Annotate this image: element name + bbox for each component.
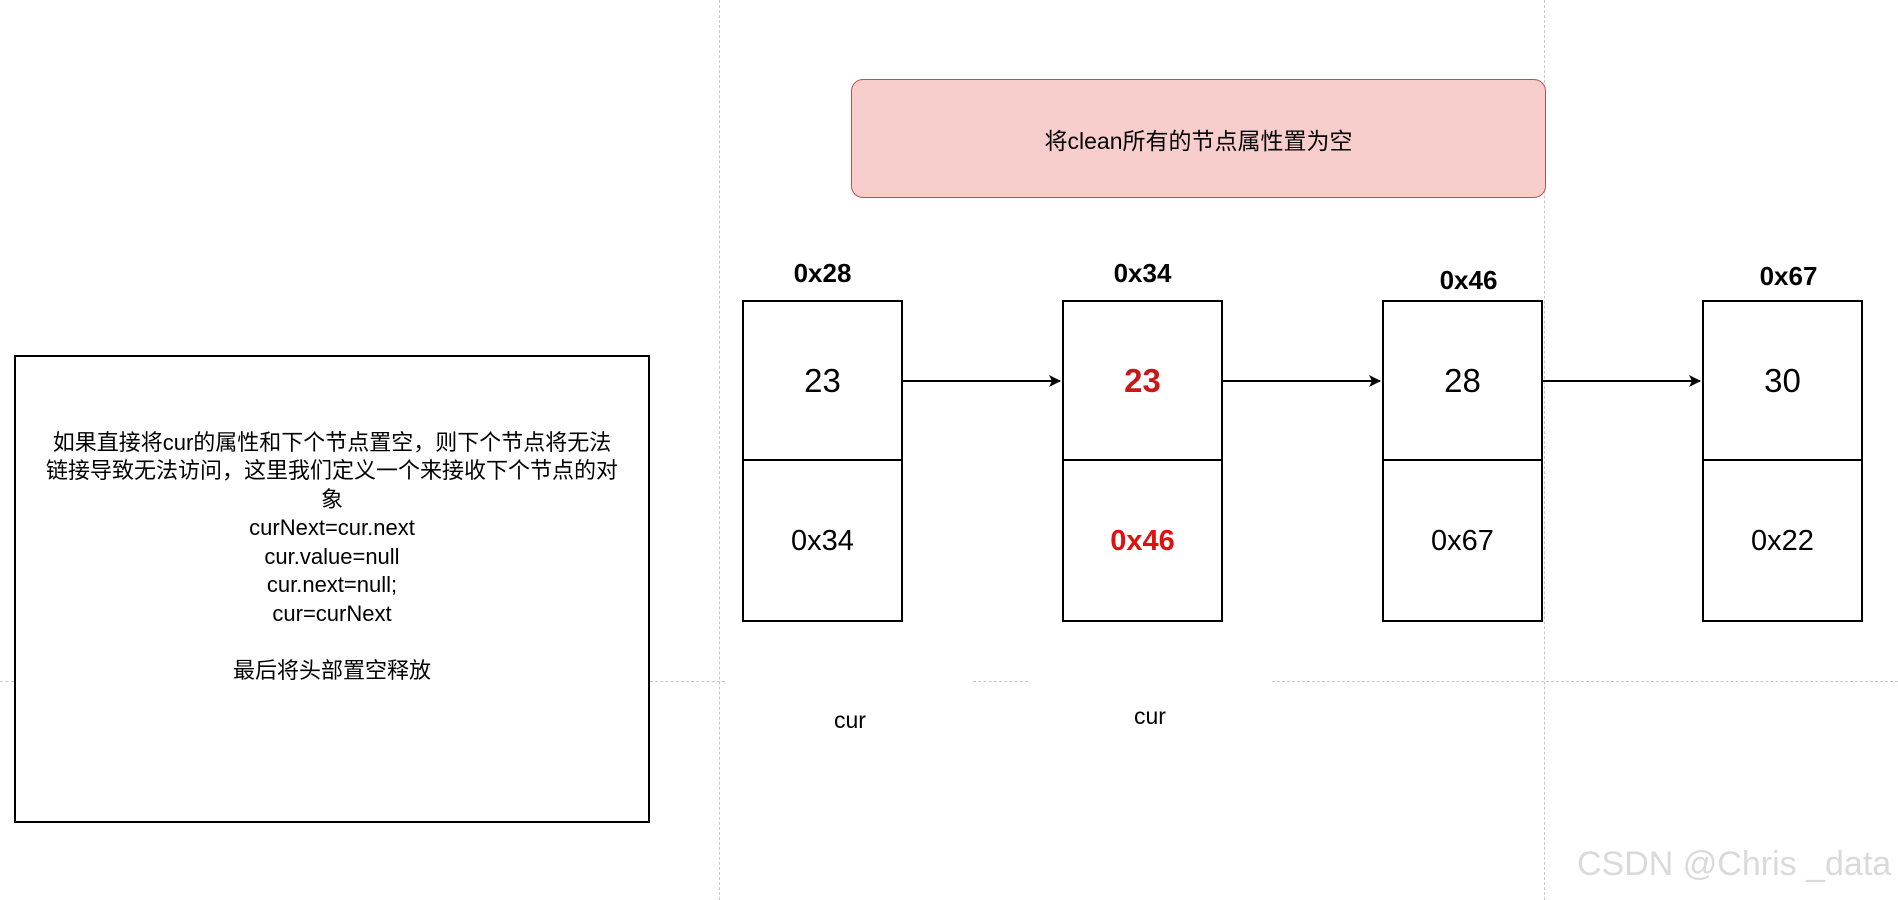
list-node: 30 0x22 [1702,300,1863,622]
node-value-highlighted: 23 [1064,302,1221,461]
node-value: 23 [744,302,901,461]
explanation-line: cur=curNext [272,600,392,626]
note-text: 将clean所有的节点属性置为空 [1044,127,1353,154]
node-next-pointer: 0x34 [791,524,854,557]
explanation-line: cur.value=null [264,543,400,569]
list-node: 28 0x67 [1382,300,1543,622]
node-next-pointer: 0x67 [1431,524,1494,557]
node-value: 30 [1704,302,1861,461]
guide-line-horizontal [650,681,725,682]
explanation-line: 链接导致无法访问，这里我们定义一个来接收下个节点的对 [45,458,618,484]
guide-line-horizontal [973,681,1028,682]
explanation-line: cur.next=null; [266,572,398,598]
explanation-box: 如果直接将cur的属性和下个节点置空，则下个节点将无法 链接导致无法访问，这里我… [14,355,650,823]
node-value: 28 [1384,302,1541,461]
note-box: 将clean所有的节点属性置为空 [851,79,1546,198]
explanation-line: 如果直接将cur的属性和下个节点置空，则下个节点将无法 [52,429,612,455]
explanation-line: 象 [320,486,343,512]
explanation-line: 最后将头部置空释放 [232,657,431,683]
guide-line-vertical [719,0,720,900]
node-next-pointer-highlighted: 0x46 [1110,524,1175,557]
watermark: CSDN @Chris _data [1577,845,1892,883]
cur-pointer-label: cur [834,707,866,733]
guide-line-horizontal [0,681,14,682]
node-address-label: 0x34 [1113,258,1172,288]
node-address-label: 0x28 [793,258,852,288]
list-node: 23 0x34 [742,300,903,622]
guide-line-horizontal [1272,681,1898,682]
node-next-pointer: 0x22 [1751,524,1814,557]
node-address-label: 0x46 [1439,265,1498,295]
explanation-text: 如果直接将cur的属性和下个节点置空，则下个节点将无法 链接导致无法访问，这里我… [16,429,648,686]
list-node: 23 0x46 [1062,300,1223,622]
node-address-label: 0x67 [1759,261,1818,291]
cur-pointer-label: cur [1134,703,1166,729]
guide-line-vertical [1544,0,1545,900]
explanation-line: curNext=cur.next [249,515,415,541]
